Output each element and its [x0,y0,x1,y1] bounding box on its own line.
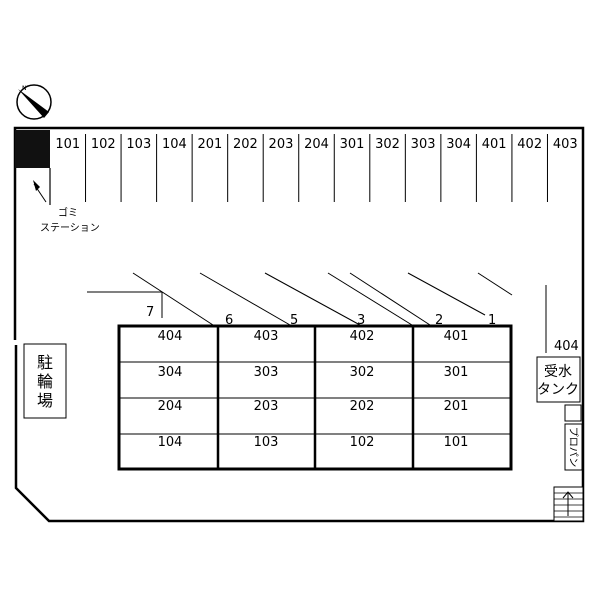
parking-space-number: 104 [162,137,187,152]
parking-space-number: 103 [126,137,151,152]
garbage-label-2: ステーション [40,223,100,234]
unit-number: 104 [158,435,183,450]
unit-number: 301 [444,365,469,380]
parking-space-number: 101 [55,137,80,152]
bicycle-parking-char: 場 [37,391,53,410]
diagonal-stall-line [327,272,413,326]
stairs [553,486,584,522]
north-arrow-icon [18,89,49,118]
parking-space-number: 201 [197,137,222,152]
apartment-building: 404 403 402 401 304 303 302 301 204 203 202 201 104 1… [117,324,513,471]
diagonal-number: 3 [357,313,365,328]
right-parking-number: 404 [554,339,579,354]
diagonal-stall-line [477,272,513,296]
unit-number: 404 [158,329,183,344]
unit-labels: 404 403 402 401 304 303 302 301 204 203 202 201 104 1… [158,329,469,450]
unit-number: 102 [350,435,375,450]
unit-number: 402 [350,329,375,344]
diagonal-number: 5 [290,313,298,328]
propane-storage: プロパン [564,404,583,471]
garbage-arrow-head-icon [33,180,40,191]
unit-number: 101 [444,435,469,450]
parking-space-number: 204 [304,137,329,152]
water-tank: 受水 タンク [536,356,581,403]
top-parking-row: 101 102 103 104 201 202 203 204 301 302 303 304 401 4… [55,134,578,202]
north-label: N [22,85,27,92]
diagonal-parking: 7 6 5 3 2 1 [87,272,513,328]
parking-space-number: 301 [340,137,365,152]
parking-space-number: 202 [233,137,258,152]
diagonal-stall-line [264,272,361,326]
right-parking: 404 [545,285,579,354]
bicycle-parking-char: 駐 [37,353,53,372]
garbage-station-block [15,130,50,168]
unit-number: 204 [158,399,183,414]
parking-space-number: 402 [517,137,542,152]
unit-number: 103 [254,435,279,450]
parking-space-number: 302 [375,137,400,152]
diagonal-number: 7 [146,305,154,320]
unit-number: 203 [254,399,279,414]
diagonal-stall-line [407,272,486,316]
parking-space-number: 304 [446,137,471,152]
propane-label: プロパン [567,427,579,468]
propane-label-box [564,423,583,471]
diagonal-number: 2 [435,313,443,328]
propane-box [564,404,582,422]
parking-space-number: 303 [411,137,436,152]
unit-number: 401 [444,329,469,344]
unit-number: 201 [444,399,469,414]
bicycle-parking: 駐 輪 場 [23,343,67,419]
garbage-station: ゴミ ステーション [15,130,100,234]
north-compass: N [16,84,52,120]
diagonal-stall-line [349,272,431,326]
parking-space-number: 102 [91,137,116,152]
parking-space-number: 401 [482,137,507,152]
unit-number: 202 [350,399,375,414]
unit-number: 303 [254,365,279,380]
diagonal-stall-line [132,272,214,326]
unit-number: 403 [254,329,279,344]
bicycle-parking-char: 輪 [37,372,53,391]
bicycle-parking-box [23,343,67,419]
unit-number: 302 [350,365,375,380]
diagonal-stall-line [199,272,291,326]
water-tank-label-1: 受水 [544,364,572,380]
parking-space-number: 403 [553,137,578,152]
water-tank-box [536,356,581,403]
diagonal-number: 1 [488,313,496,328]
unit-number: 304 [158,365,183,380]
garbage-label-1: ゴミ [58,206,78,219]
parking-space-number: 203 [269,137,294,152]
water-tank-label-2: タンク [537,382,579,398]
diagonal-number: 6 [225,313,233,328]
